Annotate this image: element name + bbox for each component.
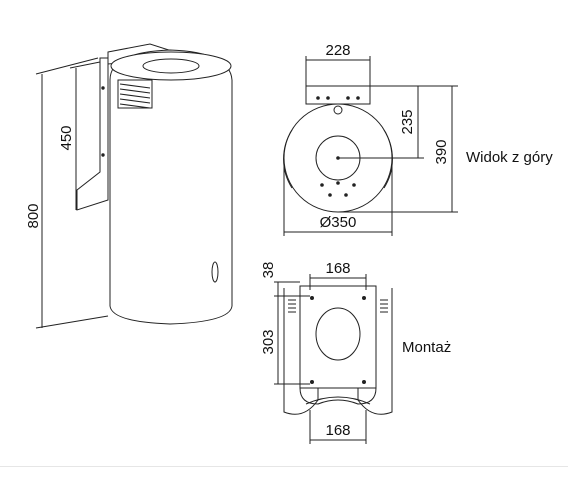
mounting-outlet	[315, 307, 361, 361]
side-view	[76, 43, 233, 325]
cylinder-body	[109, 49, 233, 325]
dim-390-text: 390	[433, 139, 450, 164]
dimension-mount-depth	[338, 85, 424, 159]
mounting-label: Montaż	[402, 339, 451, 356]
dimension-mount-width-bottom	[309, 410, 367, 444]
dim-168-top-text: 168	[325, 260, 350, 277]
dimension-mount-offset	[274, 281, 310, 297]
dimension-diameter	[283, 158, 393, 236]
top-view	[283, 85, 393, 213]
dim-800-text: 800	[25, 203, 42, 228]
mounting-slots-icon	[288, 299, 388, 313]
top-view-bracket	[305, 85, 371, 105]
dimension-mount-width-top	[309, 274, 367, 290]
dimension-height-chimney	[69, 61, 101, 210]
wall-bracket	[76, 57, 109, 211]
mounting-view	[283, 285, 393, 415]
dimension-top-width	[305, 56, 371, 86]
dim-diameter-text: Ø350	[320, 214, 357, 231]
dim-235-text: 235	[399, 109, 416, 134]
dim-38-text: 38	[260, 262, 277, 279]
dim-450-text: 450	[58, 125, 75, 150]
outlet-ring	[142, 58, 200, 74]
dimension-height-total	[35, 57, 109, 329]
dim-228-text: 228	[325, 42, 350, 59]
bottom-divider	[0, 466, 568, 467]
dimension-mount-height	[274, 296, 310, 385]
dim-168-bottom-text: 168	[325, 422, 350, 439]
vent-grille-icon	[117, 79, 153, 109]
top-view-label: Widok z góry	[466, 149, 553, 166]
dim-303-text: 303	[260, 329, 277, 354]
cylinder-top	[110, 51, 232, 81]
control-knob-icon	[211, 261, 219, 283]
dimension-total-depth	[338, 85, 458, 213]
